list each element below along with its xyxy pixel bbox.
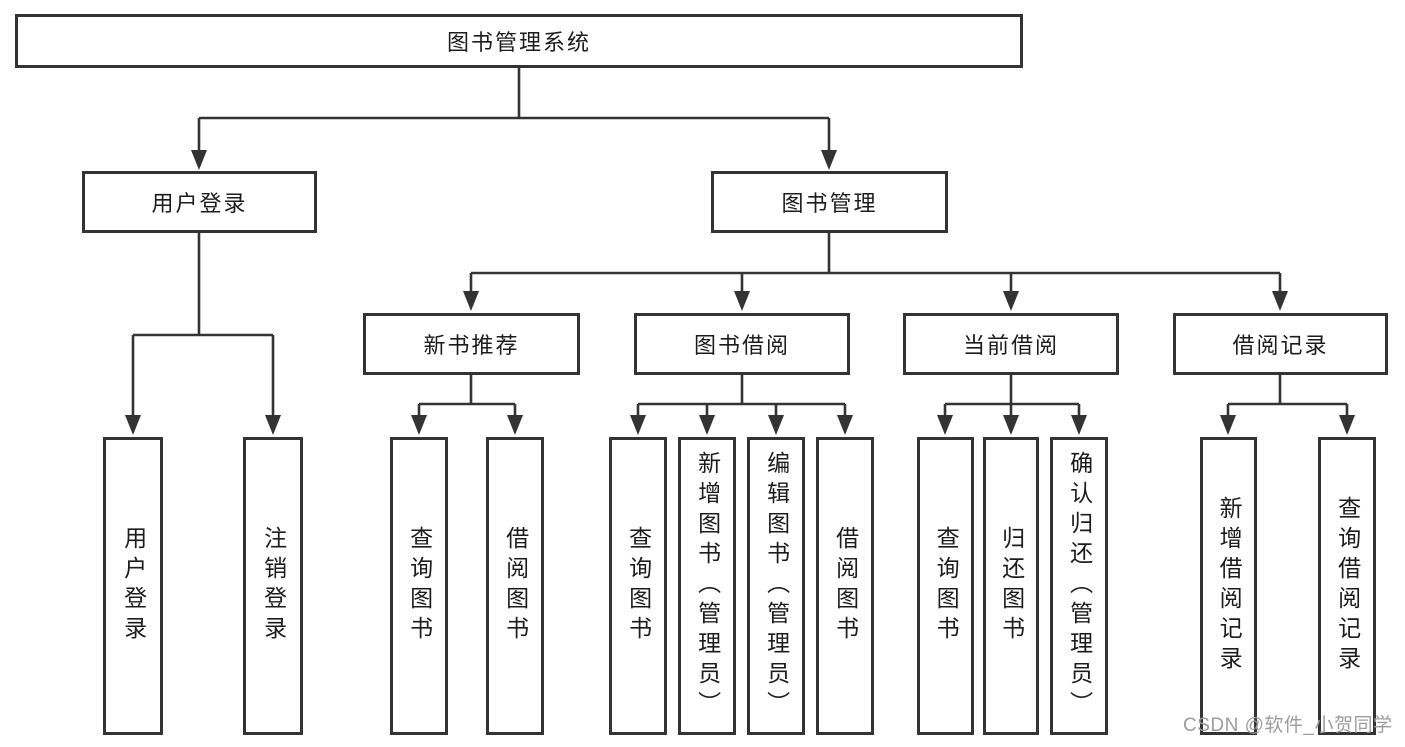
leaf-user-login: 用户登录 <box>103 437 163 735</box>
leaf-query-books-3-label: 查询图书 <box>933 526 960 646</box>
arrowheads <box>125 150 1355 435</box>
node-book-management-label: 图书管理 <box>781 191 878 216</box>
leaf-borrow-books-2-label: 借阅图书 <box>832 526 859 646</box>
leaf-query-books-2: 查询图书 <box>609 437 667 735</box>
leaf-edit-book-admin: 编辑图书（管理员） <box>747 437 805 735</box>
node-root: 图书管理系统 <box>15 14 1023 68</box>
node-root-label: 图书管理系统 <box>446 30 591 55</box>
leaf-confirm-return-admin-label: 确认归还（管理员） <box>1066 451 1093 721</box>
node-new-book-recommend-label: 新书推荐 <box>423 333 520 358</box>
node-current-borrow-label: 当前借阅 <box>962 333 1059 358</box>
leaf-add-book-admin: 新增图书（管理员） <box>678 437 736 735</box>
leaf-return-book-label: 归还图书 <box>998 526 1025 646</box>
node-borrow-records-label: 借阅记录 <box>1232 333 1329 358</box>
leaf-add-borrow-record: 新增借阅记录 <box>1200 437 1257 735</box>
leaf-logout-label: 注销登录 <box>260 526 287 646</box>
connector-new-book-group <box>417 375 517 418</box>
node-user-login: 用户登录 <box>82 171 317 233</box>
leaf-query-borrow-record-label: 查询借阅记录 <box>1334 496 1361 676</box>
node-new-book-recommend: 新书推荐 <box>363 313 580 375</box>
leaf-logout: 注销登录 <box>243 437 303 735</box>
leaf-borrow-books-1-label: 借阅图书 <box>502 526 529 646</box>
connector-book-management-trunk <box>469 232 1282 294</box>
leaf-query-books-1-label: 查询图书 <box>406 526 433 646</box>
leaf-add-book-admin-label: 新增图书（管理员） <box>694 451 721 721</box>
connector-current-borrow-group <box>943 375 1081 418</box>
leaf-edit-book-admin-label: 编辑图书（管理员） <box>763 451 790 721</box>
leaf-query-books-1: 查询图书 <box>390 437 448 735</box>
leaf-user-login-label: 用户登录 <box>120 526 147 646</box>
node-user-login-label: 用户登录 <box>151 191 248 216</box>
leaf-query-books-3: 查询图书 <box>917 437 974 735</box>
leaf-query-borrow-record: 查询借阅记录 <box>1318 437 1376 735</box>
leaf-return-book: 归还图书 <box>983 437 1039 735</box>
node-book-borrow: 图书借阅 <box>634 313 850 375</box>
csdn-watermark: CSDN @软件_小贺同学 <box>1183 715 1393 736</box>
leaf-borrow-books-2: 借阅图书 <box>816 437 874 735</box>
connector-user-login-group <box>131 232 275 418</box>
node-book-borrow-label: 图书借阅 <box>693 333 790 358</box>
node-current-borrow: 当前借阅 <box>903 313 1119 375</box>
leaf-query-books-2-label: 查询图书 <box>625 526 652 646</box>
connector-borrow-records-group <box>1226 375 1349 418</box>
connector-root-trunk <box>197 67 831 153</box>
node-borrow-records: 借阅记录 <box>1173 313 1388 375</box>
leaf-borrow-books-1: 借阅图书 <box>486 437 544 735</box>
connector-book-borrow-group <box>636 375 847 418</box>
node-book-management: 图书管理 <box>711 171 948 233</box>
leaf-confirm-return-admin: 确认归还（管理员） <box>1050 437 1108 735</box>
leaf-add-borrow-record-label: 新增借阅记录 <box>1216 496 1243 676</box>
